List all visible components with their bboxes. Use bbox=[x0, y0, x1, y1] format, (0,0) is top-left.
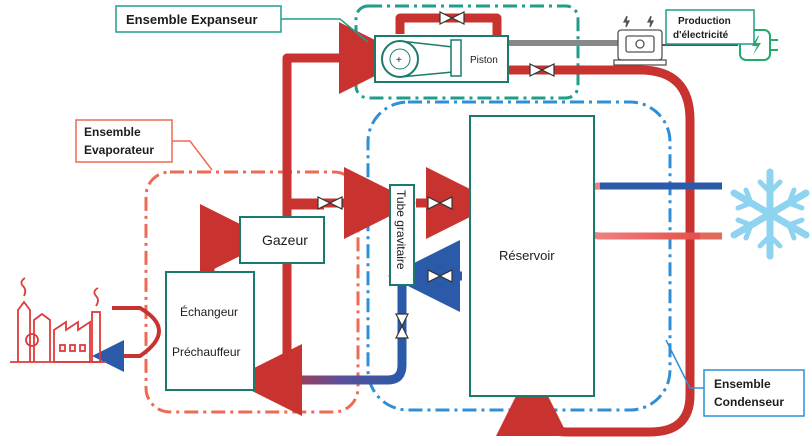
reservoir-label: Réservoir bbox=[499, 248, 555, 263]
return-pipe bbox=[230, 344, 407, 416]
valve-icon bbox=[395, 313, 409, 339]
piston-assembly: + Piston bbox=[374, 35, 509, 83]
condenseur-label-box bbox=[703, 369, 805, 417]
condenseur-label-line2: Condenseur bbox=[714, 395, 784, 409]
valve-icon bbox=[427, 269, 453, 283]
echangeur-box bbox=[165, 271, 255, 391]
hot-pipes bbox=[200, 13, 695, 437]
reservoir-box bbox=[469, 115, 595, 397]
gazeur-label: Gazeur bbox=[262, 232, 308, 248]
valve-icon bbox=[439, 11, 465, 25]
tube-gravitaire-box bbox=[389, 184, 415, 286]
piston-label: Piston bbox=[470, 55, 498, 66]
valve-icon bbox=[427, 196, 453, 210]
generator-icon bbox=[613, 15, 667, 66]
factory-icon bbox=[10, 277, 106, 363]
expanseur-group-boundary bbox=[354, 4, 580, 100]
shaft bbox=[508, 40, 618, 46]
expanseur-callout bbox=[281, 18, 369, 43]
gazeur-box bbox=[239, 216, 325, 264]
cold-pipes bbox=[388, 240, 462, 360]
expanseur-group-label: Ensemble Expanseur bbox=[126, 12, 258, 27]
evaporateur-label-line1: Ensemble bbox=[84, 125, 141, 139]
tube-gravitaire-label: Tube gravitaire bbox=[394, 190, 408, 270]
production-label-box bbox=[665, 9, 755, 45]
condenseur-label-line1: Ensemble bbox=[714, 377, 771, 391]
svg-text:+: + bbox=[396, 55, 402, 66]
production-label-line2: d'électricité bbox=[673, 30, 729, 41]
evaporateur-group-boundary bbox=[144, 170, 360, 414]
prechauffeur-label: Préchauffeur bbox=[172, 345, 241, 359]
valve-icon bbox=[317, 196, 343, 210]
evaporateur-callout bbox=[172, 140, 213, 171]
condenser-cooling-loop bbox=[574, 182, 722, 240]
production-label-line1: Production bbox=[678, 16, 731, 27]
valve-icon bbox=[529, 63, 555, 77]
snowflake-icon bbox=[730, 168, 810, 260]
echangeur-label: Échangeur bbox=[180, 304, 238, 319]
condenseur-callout bbox=[665, 339, 704, 389]
evaporateur-label-box bbox=[75, 119, 173, 163]
evaporateur-label-line2: Evaporateur bbox=[84, 143, 154, 157]
factory-hot-loop bbox=[112, 306, 161, 358]
